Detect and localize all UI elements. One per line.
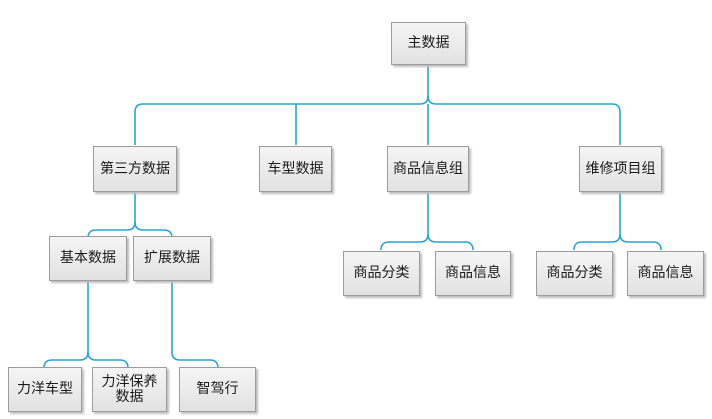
node-goods-category: 商品分类 [343,251,420,296]
connector-root-bus [134,64,429,145]
connector-basic-bus-right [87,351,129,369]
node-repair-goods-category: 商品分类 [536,251,613,296]
connector-thirdparty-bus [87,192,136,239]
node-zhijiaxing: 智驾行 [179,367,256,412]
node-liyang-maintenance-data: 力洋保养数据 [92,367,167,412]
connector-basic-bus [43,281,89,369]
node-goods-info: 商品信息 [435,251,511,296]
connector-extended-to-zhijiaxing [171,281,219,369]
connector-root-bus-right [427,95,621,145]
connector-thirdparty-bus-right [134,221,173,239]
connector-goods-bus-right [427,233,474,251]
connector-goods-bus [380,192,429,251]
node-third-party-data: 第三方数据 [93,146,177,192]
connector-repair-bus [573,192,621,251]
node-goods-info-group: 商品信息组 [387,146,469,192]
node-basic-data: 基本数据 [49,236,127,281]
connector-repair-bus-right [619,233,662,251]
node-liyang-car-model: 力洋车型 [8,367,82,412]
node-repair-goods-info: 商品信息 [627,251,704,296]
node-repair-item-group: 维修项目组 [579,146,662,192]
node-extended-data: 扩展数据 [133,236,211,281]
node-car-model-data: 车型数据 [259,146,332,192]
node-root: 主数据 [391,22,466,65]
